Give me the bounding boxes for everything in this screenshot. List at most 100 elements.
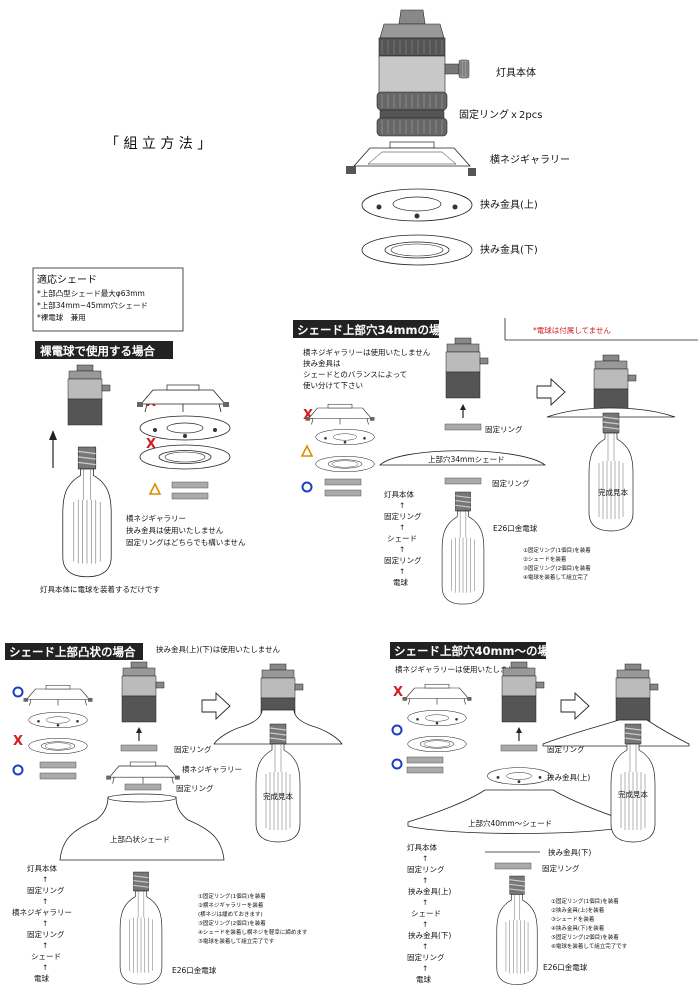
sec3-clamp-top xyxy=(28,711,88,729)
sec4-order-5: ↑ xyxy=(422,898,428,907)
sec4-socket xyxy=(501,661,545,723)
sec4-order-2: 固定リング xyxy=(407,864,445,874)
sec2-note-3: シェードとのバランスによって xyxy=(303,370,407,379)
sec3-x-mark: X xyxy=(13,734,23,749)
section-bare-bulb: 裸電球で使用する場合 X X 横ネジギャラリー 挟み金具は使用いたしません 固定… xyxy=(35,341,246,594)
sec3-order-6: 固定リング xyxy=(27,929,65,939)
sec2-ring-2 xyxy=(444,477,482,485)
sec3-flow-arrow xyxy=(201,692,231,720)
sec2-ring-label-2: 固定リング xyxy=(492,478,530,488)
sec2-order-8: 電球 xyxy=(393,577,408,587)
sec1-header: 裸電球で使用する場合 xyxy=(40,344,155,358)
sec4-complete-lamp xyxy=(542,663,690,843)
sec3-order-7: ↑ xyxy=(42,941,48,950)
sec4-ring-2 xyxy=(494,862,532,870)
sec3-ring-b xyxy=(39,772,77,780)
sec1-note-3: 固定リングはどちらでも構いません xyxy=(126,537,246,547)
sec4-shade-label: 上部穴40mm～シェード xyxy=(468,818,552,828)
sec2-clamp-top xyxy=(315,428,375,446)
sec2-step-2: ③固定リング(2個目)を装着 xyxy=(523,564,591,572)
sec3-circle-mark-2 xyxy=(12,764,24,776)
sec1-triangle-mark xyxy=(148,482,162,495)
sec4-order-10: 固定リング xyxy=(407,952,445,962)
sec4-header: シェード上部穴40mm～の場合 xyxy=(394,644,561,658)
sec2-gallery xyxy=(305,403,375,425)
sec3-bulb xyxy=(119,871,163,985)
sec2-shade xyxy=(378,450,547,466)
sec2-flow-arrow xyxy=(536,378,566,406)
section-convex-shade: シェード上部凸状の場合 挟み金具(上)(下)は使用いたしません X 固定リング … xyxy=(5,643,343,985)
sec2-order: 灯具本体 ↑ 固定リング ↑ シェード ↑ 固定リング ↑ 電球 xyxy=(384,489,422,587)
sec2-triangle-mark xyxy=(300,444,314,457)
sec3-shade-label: 上部凸状シェード xyxy=(110,834,170,844)
sec2-note-1: 横ネジギャラリーは使用いたしません xyxy=(303,347,431,357)
sec1-note-2: 挟み金具は使用いたしません xyxy=(126,525,224,535)
sec4-clamp-bottom-label: 挟み金具(下) xyxy=(548,847,591,857)
sec2-steps: ①固定リング(1個目)を装着 ②シェードを装着 ③固定リング(2個目)を装着 ④… xyxy=(523,546,591,581)
sec3-gallery-side xyxy=(23,684,93,706)
sec4-steps: ①固定リング(1個目)を装着 ②挟み金具(上)を装着 ③シェードを装着 ④挟み金… xyxy=(551,897,628,950)
sec3-bulb-label: E26口金電球 xyxy=(172,965,217,975)
sec2-order-4: シェード xyxy=(387,534,417,543)
sec3-order-2: 固定リング xyxy=(27,885,65,895)
page-title: 「 組 立 方 法 」 xyxy=(105,136,211,152)
fit-box: 適応シェード *上部凸型シェード最大φ63mm *上部34mm~45mm穴シェー… xyxy=(32,267,184,332)
sec2-header: シェード上部穴34mmの場合 xyxy=(297,323,452,337)
sec3-top-note: 挟み金具(上)(下)は使用いたしません xyxy=(156,644,280,654)
sec4-step-2: ③シェードを装着 xyxy=(551,915,595,923)
sec4-flow-arrow xyxy=(560,692,590,720)
sec4-shade xyxy=(407,789,631,834)
sec3-order-0: 灯具本体 xyxy=(27,863,57,873)
sec4-order-4: 挟み金具(上) xyxy=(408,886,451,896)
sec4-clamp-bottom xyxy=(407,735,467,753)
sec4-bulb-label: E26口金電球 xyxy=(543,962,588,972)
sec2-order-0: 灯具本体 xyxy=(384,489,414,499)
sec4-clamp-top xyxy=(407,709,467,727)
sec3-ring-a xyxy=(39,761,77,769)
sec3-ring-label-2: 固定リング xyxy=(176,783,214,793)
sec2-order-5: ↑ xyxy=(399,545,405,554)
sec4-circle-mark-2 xyxy=(391,758,403,770)
sec3-order-3: ↑ xyxy=(42,897,48,906)
sec1-header-bg xyxy=(35,341,173,359)
sec2-note-4: 使い分けて下さい xyxy=(303,380,363,390)
sec4-order-7: ↑ xyxy=(422,920,428,929)
sec2-step-0: ①固定リング(1個目)を装着 xyxy=(523,546,591,554)
sec1-socket xyxy=(67,364,111,426)
sec4-header-bg xyxy=(390,642,546,659)
sec1-ring-2 xyxy=(171,492,209,500)
sec3-step-4: ④シェードを装着し横ネジを軽幸に締めます xyxy=(198,928,308,936)
sec4-ring-1 xyxy=(500,744,538,752)
sec4-order-1: ↑ xyxy=(422,854,428,863)
section-shade-34mm: シェード上部穴34mmの場合 横ネジギャラリーは使用いたしません 挟み金具は シ… xyxy=(293,320,676,605)
sec4-gallery-side xyxy=(402,683,472,705)
sec4-step-1: ②挟み金具(上)を装着 xyxy=(551,906,605,914)
sec2-clamp-bottom xyxy=(315,455,375,473)
sec4-order-11: ↑ xyxy=(422,964,428,973)
label-ring: 固定リングｘ2pcs xyxy=(459,108,542,121)
sec1-footer: 灯具本体に電球を装着するだけです xyxy=(40,584,160,594)
sec2-ring-1 xyxy=(444,423,482,431)
sec2-circle-mark xyxy=(301,481,313,493)
sec4-top-note: 横ネジギャラリーは使用いたしません xyxy=(395,664,523,674)
sec2-step-3: ④電球を装着して組立完了 xyxy=(523,573,588,581)
sec3-order-1: ↑ xyxy=(42,875,48,884)
sec3-order-5: ↑ xyxy=(42,919,48,928)
sec3-header: シェード上部凸状の場合 xyxy=(9,645,136,659)
sec2-ring-b xyxy=(324,489,362,497)
sec4-ring-label-2: 固定リング xyxy=(542,863,580,873)
sec4-order-0: 灯具本体 xyxy=(407,842,437,852)
sec1-clamp-bottom xyxy=(139,444,231,470)
sec3-order: 灯具本体 ↑ 固定リング ↑ 横ネジギャラリー ↑ 固定リング ↑ シェード ↑… xyxy=(12,863,72,983)
sec4-order-8: 挟み金具(下) xyxy=(408,930,451,940)
bulb-note: *電球は付属してません xyxy=(504,318,698,341)
sec2-header-bg xyxy=(293,320,439,338)
sec4-bulb xyxy=(496,875,538,986)
sec2-ring-label: 固定リング xyxy=(485,424,523,434)
sec3-step-3: ③固定リング(2個目)を装着 xyxy=(198,919,266,927)
sec4-up-arrow xyxy=(515,726,523,742)
label-gallery: 横ネジギャラリー xyxy=(490,153,570,166)
label-body: 灯具本体 xyxy=(496,66,536,79)
sec3-gallery xyxy=(105,761,181,784)
